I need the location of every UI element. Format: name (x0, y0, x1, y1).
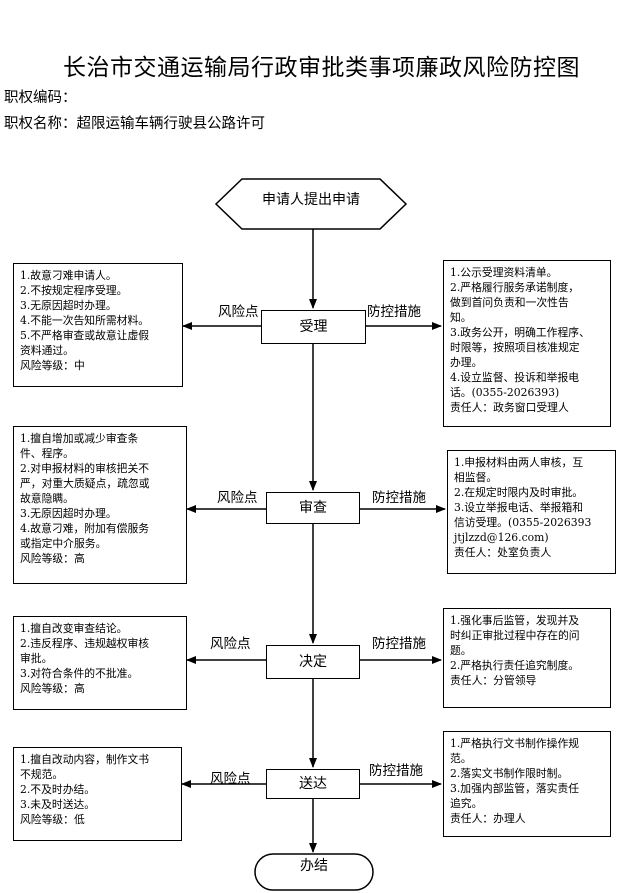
risk-label: 风险点 (210, 771, 251, 787)
responsible-person: 责任人：办理人 (450, 812, 526, 825)
control-line: 信访受理。(0355-2026393 (454, 516, 592, 529)
risk-line: 审批。 (20, 652, 53, 665)
page-title: 长治市交通运输局行政审批类事项廉政风险防控图 (63, 55, 580, 81)
risk-line: 4.不能一次告知所需材料。 (20, 314, 150, 327)
control-line: 3.加强内部监管，落实责任 (450, 782, 580, 795)
control-box-accept: 1.公示受理资料清单。 2.严格履行服务承诺制度， 做到首问负责和一次性告 知。… (443, 260, 611, 427)
step-decide: 决定 (266, 645, 360, 679)
risk-line: 2.不按规定程序受理。 (20, 284, 128, 297)
step-review: 审查 (266, 492, 360, 524)
risk-line: 2.违反程序、违规越权审核 (20, 637, 150, 650)
risk-level: 风险等级：低 (20, 813, 85, 826)
risk-label: 风险点 (210, 636, 251, 652)
control-line: jtjlzzd@126.com) (454, 531, 549, 544)
risk-line: 严，对重大质疑点，疏忽或 (20, 477, 150, 490)
start-shape (214, 178, 408, 230)
control-label: 防控措施 (369, 763, 423, 779)
risk-level: 风险等级：高 (20, 682, 85, 695)
control-line: 2.严格履行服务承诺制度， (450, 281, 580, 294)
risk-level: 风险等级：高 (20, 552, 85, 565)
risk-box-accept: 1.故意刁难申请人。 2.不按规定程序受理。 3.无原因超时办理。 4.不能一次… (13, 263, 183, 387)
end-node: 办结 (300, 858, 328, 874)
responsible-person: 责任人：处室负责人 (454, 546, 552, 559)
risk-level: 风险等级：中 (20, 359, 85, 372)
control-line: 时限等，按照项目核准规定 (450, 341, 580, 354)
control-label: 防控措施 (372, 490, 426, 506)
risk-label: 风险点 (217, 490, 258, 506)
end-shape (254, 853, 374, 891)
control-line: 1.强化事后监管，发现并及 (450, 614, 580, 627)
control-line: 3.设立举报电话、举报箱和 (454, 501, 584, 514)
control-line: 2.落实文书制作限时制。 (450, 767, 569, 780)
authority-code: 职权编码： (4, 90, 77, 106)
risk-box-review: 1.擅自增加或减少审查条 件、程序。 2.对申报材料的审核把关不 严，对重大质疑… (13, 426, 187, 584)
control-line: 时纠正审批过程中存在的问 (450, 629, 580, 642)
risk-line: 3.无原因超时办理。 (20, 507, 117, 520)
control-line: 话。(0355-2026393) (450, 386, 560, 399)
risk-line: 2.对申报材料的审核把关不 (20, 462, 150, 475)
risk-box-decide: 1.擅自改变审查结论。 2.违反程序、违规越权审核 审批。 3.对符合条件的不批… (13, 616, 187, 710)
step-deliver: 送达 (266, 769, 360, 799)
authority-name: 职权名称：超限运输车辆行驶县公路许可 (4, 116, 265, 132)
risk-line: 5.不严格审查或故意让虚假 (20, 329, 150, 342)
control-label: 防控措施 (372, 636, 426, 652)
control-line: 1.严格执行文书制作操作规 (450, 737, 580, 750)
control-line: 2.在规定时限内及时审批。 (454, 486, 584, 499)
control-line: 4.设立监督、投诉和举报电 (450, 371, 580, 384)
start-node: 申请人提出申请 (262, 192, 360, 208)
control-line: 1.申报材料由两人审核，互 (454, 456, 584, 469)
risk-line: 3.对符合条件的不批准。 (20, 667, 139, 680)
risk-line: 件、程序。 (20, 447, 74, 460)
responsible-person: 责任人：分管领导 (450, 674, 537, 687)
risk-line: 4.故意刁难，附加有偿服务 (20, 522, 150, 535)
risk-line: 3.未及时送达。 (20, 798, 96, 811)
control-line: 1.公示受理资料清单。 (450, 266, 558, 279)
risk-line: 3.无原因超时办理。 (20, 299, 117, 312)
risk-line: 或指定中介服务。 (20, 537, 107, 550)
control-line: 题。 (450, 644, 472, 657)
risk-line: 不规范。 (20, 768, 64, 781)
control-line: 办理。 (450, 356, 483, 369)
control-box-deliver: 1.严格执行文书制作操作规 范。 2.落实文书制作限时制。 3.加强内部监管，落… (443, 731, 611, 837)
control-line: 相监督。 (454, 471, 498, 484)
risk-box-deliver: 1.擅自改动内容，制作文书 不规范。 2.不及时办结。 3.未及时送达。 风险等… (13, 747, 182, 841)
risk-line: 1.擅自改动内容，制作文书 (20, 753, 150, 766)
step-accept: 受理 (261, 310, 366, 344)
risk-line: 故意隐瞒。 (20, 492, 74, 505)
risk-line: 2.不及时办结。 (20, 783, 96, 796)
control-line: 范。 (450, 752, 472, 765)
control-box-review: 1.申报材料由两人审核，互 相监督。 2.在规定时限内及时审批。 3.设立举报电… (447, 450, 616, 574)
risk-line: 1.故意刁难申请人。 (20, 269, 117, 282)
control-label: 防控措施 (367, 304, 421, 320)
control-line: 3.政务公开，明确工作程序、 (450, 326, 590, 339)
risk-line: 1.擅自增加或减少审查条 (20, 432, 139, 445)
risk-line: 资料通过。 (20, 344, 74, 357)
control-line: 2.严格执行责任追究制度。 (450, 659, 580, 672)
risk-label: 风险点 (218, 304, 259, 320)
control-box-decide: 1.强化事后监管，发现并及 时纠正审批过程中存在的问 题。 2.严格执行责任追究… (443, 608, 611, 708)
control-line: 知。 (450, 311, 472, 324)
risk-line: 1.擅自改变审查结论。 (20, 622, 128, 635)
control-line: 追究。 (450, 797, 483, 810)
control-line: 做到首问负责和一次性告 (450, 296, 569, 309)
responsible-person: 责任人：政务窗口受理人 (450, 401, 569, 414)
